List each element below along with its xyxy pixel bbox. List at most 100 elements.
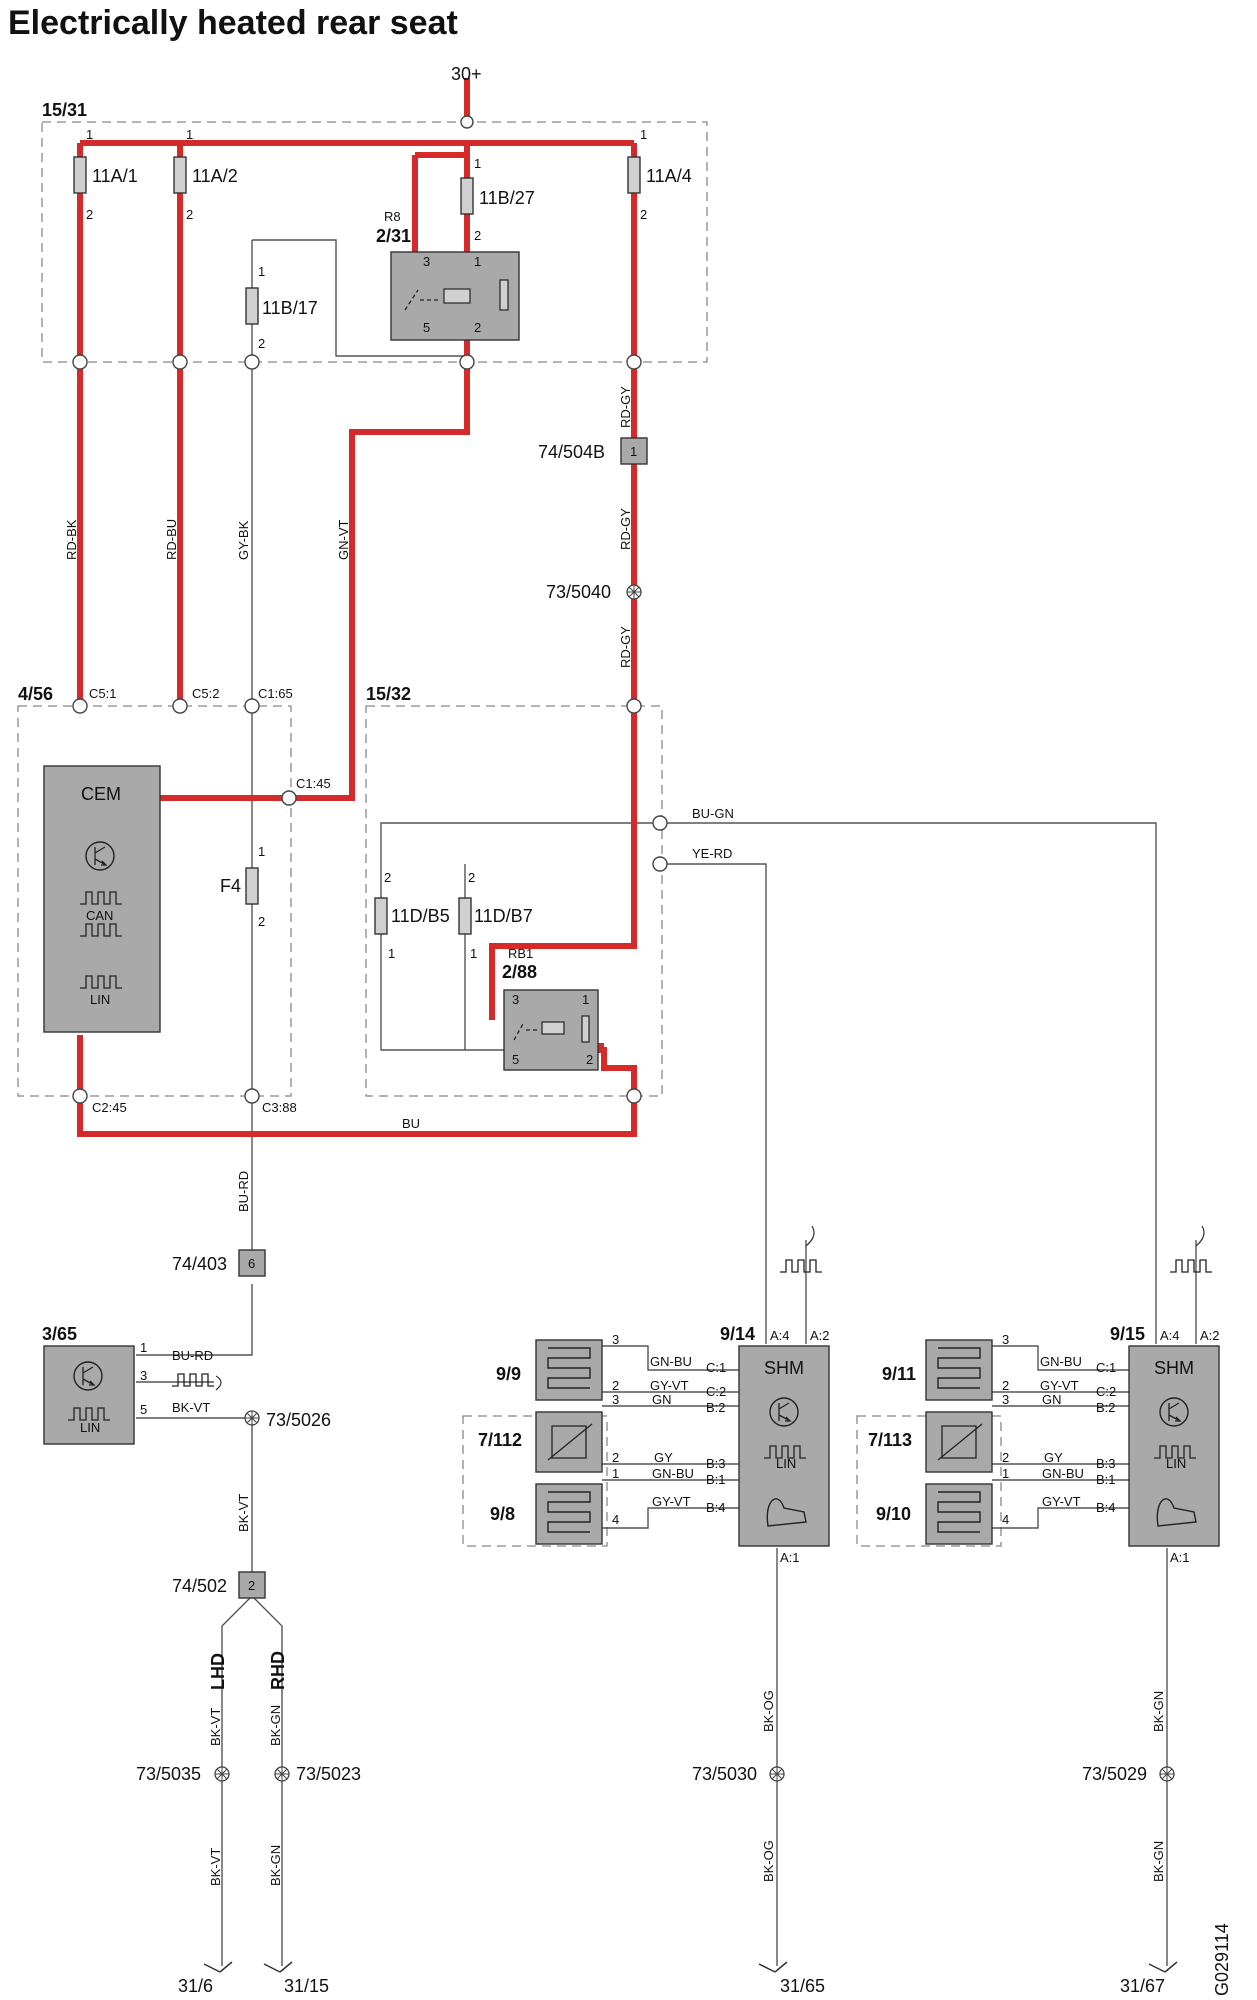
connector-74403: 6 74/403 xyxy=(172,1249,266,1277)
fuse-box-1531 xyxy=(41,121,708,363)
wire-bk-gn-rr2: BK-GN xyxy=(1151,1841,1166,1882)
shm-right: 9/15 A:4 A:2 SHM LIN A:1 C:1 C:2 B:2 B:3… xyxy=(868,1225,1220,1565)
fuse-box-1532 xyxy=(365,705,663,1097)
svg-text:F4: F4 xyxy=(220,876,241,896)
wire-bk-vt-h: BK-VT xyxy=(172,1400,210,1415)
svg-text:11D/B7: 11D/B7 xyxy=(474,906,533,926)
pin-c245: C2:45 xyxy=(92,1100,127,1115)
shm-left: 9/14 A:4 A:2 SHM LIN A:1 C:1 C:2 B:2 B:3… xyxy=(478,1225,830,1565)
page-title: Electrically heated rear seat xyxy=(8,4,458,42)
svg-text:2: 2 xyxy=(612,1378,619,1393)
svg-text:11B/27: 11B/27 xyxy=(479,188,535,208)
svg-text:GY-VT: GY-VT xyxy=(1040,1378,1079,1393)
pin-c145: C1:45 xyxy=(296,776,331,791)
fuse-11db5: 11D/B5 2 1 xyxy=(374,870,450,961)
svg-text:GY: GY xyxy=(654,1450,673,1465)
svg-text:2: 2 xyxy=(258,336,265,351)
pin-c51: C5:1 xyxy=(89,686,116,701)
ground-316: 31/6 xyxy=(178,1961,233,1996)
svg-text:1: 1 xyxy=(86,127,93,142)
svg-text:73/5040: 73/5040 xyxy=(546,582,611,602)
svg-text:2: 2 xyxy=(258,914,265,929)
svg-text:3: 3 xyxy=(1002,1392,1009,1407)
fuse-11a2: 11A/2 1 2 xyxy=(173,127,238,222)
svg-text:11A/1: 11A/1 xyxy=(92,166,138,186)
wire-bu: BU xyxy=(402,1116,420,1131)
wire-bk-og-l2: BK-OG xyxy=(761,1840,776,1882)
splice-735029: 73/5029 xyxy=(1082,1764,1175,1784)
fuse-11a1: 11A/1 1 2 xyxy=(73,127,138,222)
svg-text:9/9: 9/9 xyxy=(496,1364,521,1384)
svg-text:1: 1 xyxy=(474,156,481,171)
svg-text:C:2: C:2 xyxy=(1096,1384,1116,1399)
wire-gn-vt: GN-VT xyxy=(336,520,351,561)
sensor-box-right xyxy=(856,1415,1002,1547)
module-365: 3/65 LIN 1 3 5 xyxy=(42,1324,147,1445)
svg-text:CAN: CAN xyxy=(86,908,113,923)
svg-text:7/112: 7/112 xyxy=(478,1430,522,1450)
pin-c388: C3:88 xyxy=(262,1100,297,1115)
svg-text:B:3: B:3 xyxy=(706,1456,726,1471)
svg-text:4: 4 xyxy=(612,1512,619,1527)
svg-text:73/5029: 73/5029 xyxy=(1082,1764,1147,1784)
svg-text:LIN: LIN xyxy=(90,992,110,1007)
supply-label: 30+ xyxy=(451,64,482,84)
svg-text:B:1: B:1 xyxy=(1096,1472,1116,1487)
ground-3165: 31/65 xyxy=(758,1961,825,1996)
svg-text:9/11: 9/11 xyxy=(882,1364,916,1384)
splice-735040: 73/5040 xyxy=(546,582,642,602)
svg-text:9/8: 9/8 xyxy=(490,1504,515,1524)
fuse-11b17: 11B/17 1 2 xyxy=(245,264,318,351)
svg-text:B:1: B:1 xyxy=(706,1472,726,1487)
pin-c52: C5:2 xyxy=(192,686,219,701)
svg-text:B:4: B:4 xyxy=(1096,1500,1116,1515)
lin-pulse-icon xyxy=(171,1373,215,1387)
svg-text:1: 1 xyxy=(582,992,589,1007)
pin-c165: C1:65 xyxy=(258,686,293,701)
svg-text:31/15: 31/15 xyxy=(284,1976,329,1996)
svg-text:1: 1 xyxy=(258,264,265,279)
fuse-f4: F4 1 2 xyxy=(220,844,265,929)
svg-text:1: 1 xyxy=(640,127,647,142)
wire-bk-vt-v: BK-VT xyxy=(236,1494,251,1532)
svg-text:2: 2 xyxy=(1002,1450,1009,1465)
svg-text:5: 5 xyxy=(423,320,430,335)
svg-text:1: 1 xyxy=(186,127,193,142)
box-1531-label: 15/31 xyxy=(42,100,87,120)
svg-text:73/5035: 73/5035 xyxy=(136,1764,201,1784)
wire-bk-gn-r2: BK-GN xyxy=(268,1845,283,1886)
wire-bu-rd-h: BU-RD xyxy=(172,1348,213,1363)
wire-rd-bk: RD-BK xyxy=(64,519,79,560)
svg-text:1: 1 xyxy=(1002,1466,1009,1481)
svg-text:31/67: 31/67 xyxy=(1120,1976,1165,1996)
svg-text:1: 1 xyxy=(258,844,265,859)
svg-text:2: 2 xyxy=(86,207,93,222)
ground-3167: 31/67 xyxy=(1120,1961,1178,1996)
svg-text:3: 3 xyxy=(1002,1332,1009,1347)
svg-text:5: 5 xyxy=(140,1402,147,1417)
svg-text:GN-BU: GN-BU xyxy=(652,1466,694,1481)
svg-text:A:1: A:1 xyxy=(780,1550,800,1565)
svg-text:1: 1 xyxy=(470,946,477,961)
svg-text:2: 2 xyxy=(612,1450,619,1465)
svg-text:A:4: A:4 xyxy=(770,1328,790,1343)
splice-735035: 73/5035 xyxy=(136,1764,230,1784)
wire-rd-gy-2: RD-GY xyxy=(618,508,633,550)
wire-bu-rd-v: BU-RD xyxy=(236,1171,251,1212)
svg-text:2: 2 xyxy=(474,228,481,243)
svg-text:3: 3 xyxy=(512,992,519,1007)
svg-text:C:1: C:1 xyxy=(1096,1360,1116,1375)
svg-text:GY-VT: GY-VT xyxy=(650,1378,689,1393)
svg-text:2: 2 xyxy=(248,1578,255,1593)
wire-bk-vt-l2: BK-VT xyxy=(208,1848,223,1886)
svg-text:7/113: 7/113 xyxy=(868,1430,912,1450)
svg-text:A:2: A:2 xyxy=(810,1328,830,1343)
svg-text:3/65: 3/65 xyxy=(42,1324,77,1344)
svg-text:LIN: LIN xyxy=(80,1420,100,1435)
svg-text:74/502: 74/502 xyxy=(172,1576,227,1596)
wire-gy-bk: GY-BK xyxy=(236,520,251,560)
lhd-label: LHD xyxy=(208,1653,228,1690)
wire-ye-rd: YE-RD xyxy=(692,846,732,861)
svg-text:73/5030: 73/5030 xyxy=(692,1764,757,1784)
svg-text:A:1: A:1 xyxy=(1170,1550,1190,1565)
